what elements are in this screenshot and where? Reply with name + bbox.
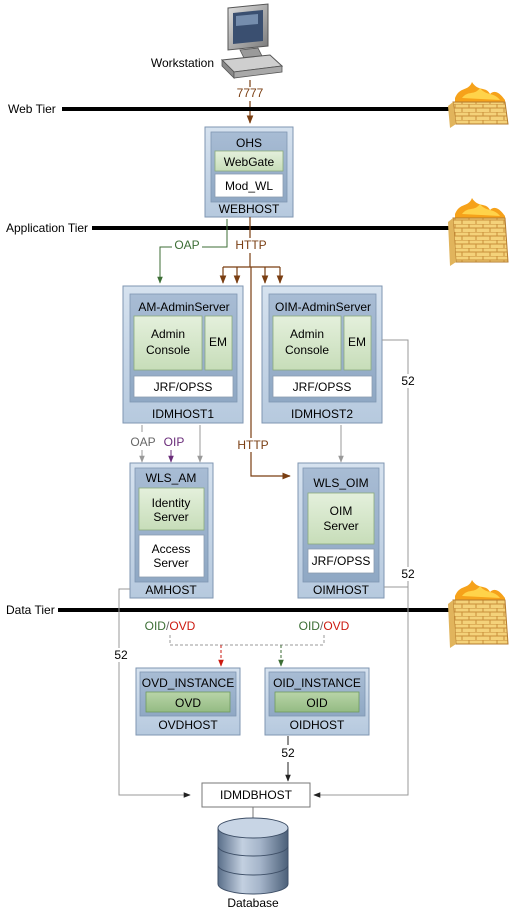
oimhost-jrf-label: JRF/OPSS [312, 554, 371, 568]
idmhost1-admin-console-line1: Admin [151, 327, 185, 341]
wls-am-label: WLS_AM [146, 471, 197, 485]
oimhost-box [297, 462, 385, 599]
oap-label-top: OAP [174, 238, 199, 252]
identity-server-line2: Server [153, 510, 188, 524]
amhost-box [129, 462, 214, 599]
idmdbhost-box [201, 782, 311, 808]
port52-left-label: 52 [114, 648, 128, 662]
access-server-line2: Server [153, 556, 188, 570]
slash-right: / [320, 619, 324, 633]
oid-ovd-label-left: OID/OVD [145, 619, 196, 633]
port52-left-bg [110, 648, 130, 662]
idmhost2-jrf-label: JRF/OPSS [293, 380, 352, 394]
idmhost2-admin-console-line2: Console [285, 343, 329, 357]
ovd-component-label: OVD [175, 696, 201, 710]
data-tier-label: Data Tier [6, 603, 55, 617]
application-tier-label: Application Tier [6, 221, 88, 235]
oap-label-bg [172, 238, 202, 252]
wls-oim-label: WLS_OIM [313, 476, 368, 490]
http-label-mid-bg [234, 438, 272, 452]
http-arrow-to-oimhost [250, 267, 291, 480]
firewall-icon-application [448, 198, 509, 266]
workstation-icon [220, 3, 284, 79]
ovd-text-right: OVD [323, 619, 349, 633]
database-label: Database [227, 896, 279, 910]
idmhost1-em-label: EM [209, 335, 227, 349]
oid-text-left: OID [145, 619, 167, 633]
idmhost2-box [261, 285, 383, 424]
http-label-top: HTTP [235, 238, 266, 252]
firewall-icon-data [448, 580, 509, 648]
webhost-box [204, 126, 294, 218]
workstation-label: Workstation [151, 56, 214, 70]
database-icon [217, 817, 289, 895]
http-label-mid: HTTP [237, 438, 268, 452]
idmhost2-em-label: EM [348, 335, 366, 349]
port52-right-bottom-bg [398, 567, 418, 581]
oap-label-am: OAP [130, 435, 155, 449]
ovd-text-left: OVD [169, 619, 195, 633]
oimhost-name: OIMHOST [313, 583, 370, 597]
amhost-name: AMHOST [145, 583, 197, 597]
idmhost1-box [122, 285, 244, 424]
idmhost2-admin-console-line1: Admin [290, 327, 324, 341]
idmhost1-admin-console-line2: Console [146, 343, 190, 357]
webgate-label: WebGate [224, 155, 275, 169]
idmhost1-jrf-label: JRF/OPSS [154, 380, 213, 394]
port52-right-top-label: 52 [401, 374, 415, 388]
ovd-instance-label: OVD_INSTANCE [142, 676, 234, 690]
firewall-icon-web [448, 82, 509, 128]
port52-right-top-bg [398, 374, 418, 388]
idmhost1-name: IDMHOST1 [152, 407, 214, 421]
oid-text-right: OID [299, 619, 321, 633]
ovdhost-box [135, 667, 241, 736]
port52-right-bottom-label: 52 [401, 567, 415, 581]
mod-wl-label: Mod_WL [225, 179, 273, 193]
port52-oid-label: 52 [281, 746, 295, 760]
ovdhost-name: OVDHOST [158, 718, 218, 732]
oid-ovd-label-right: OID/OVD [299, 619, 350, 633]
oim-server-line2: Server [323, 519, 358, 533]
amhost-db-connector [118, 588, 191, 798]
oip-label: OIP [164, 435, 185, 449]
idmdbhost-name: IDMDBHOST [220, 788, 293, 802]
idmhost2-name: IDMHOST2 [291, 407, 353, 421]
oidhost-box [264, 667, 370, 736]
oidhost-name: OIDHOST [290, 718, 345, 732]
slash-left: / [166, 619, 170, 633]
ohs-label: OHS [236, 136, 262, 150]
oid-instance-label: OID_INSTANCE [273, 676, 361, 690]
am-adminserver-label: AM-AdminServer [138, 300, 229, 314]
oid-component-label: OID [306, 696, 328, 710]
web-tier-label: Web Tier [8, 102, 56, 116]
port-7777-label: 7777 [237, 86, 264, 100]
webhost-name: WEBHOST [219, 202, 280, 216]
oim-server-line1: OIM [330, 504, 353, 518]
identity-server-line1: Identity [152, 496, 191, 510]
access-server-line1: Access [152, 542, 191, 556]
oim-adminserver-label: OIM-AdminServer [275, 300, 371, 314]
